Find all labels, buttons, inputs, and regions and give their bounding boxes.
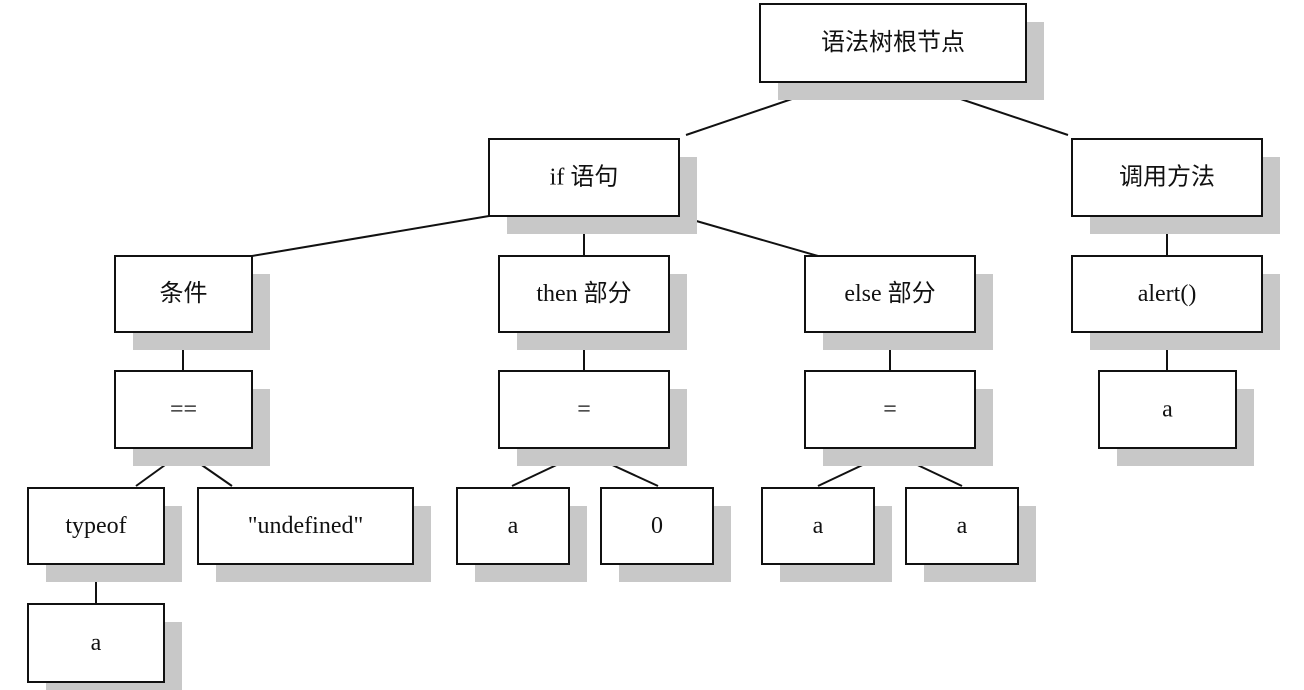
- node-label: =: [883, 397, 897, 423]
- node-label: alert(): [1138, 281, 1197, 307]
- tree-node-assign1: =: [498, 370, 687, 466]
- node-label: else 部分: [844, 280, 935, 307]
- node-label: a: [91, 630, 102, 656]
- node-label: typeof: [65, 513, 126, 539]
- node-label: 0: [651, 513, 663, 539]
- node-label: then 部分: [536, 280, 631, 307]
- node-label: 语法树根节点: [821, 29, 965, 56]
- node-box: [759, 3, 1027, 83]
- node-label: if 语句: [550, 164, 619, 191]
- node-box: [600, 487, 714, 565]
- node-label: "undefined": [248, 513, 364, 539]
- tree-node-else: else 部分: [804, 255, 993, 350]
- tree-node-root: 语法树根节点: [759, 3, 1044, 100]
- node-label: 条件: [160, 280, 208, 307]
- node-box: [114, 370, 253, 449]
- node-box: [1098, 370, 1237, 449]
- node-label: a: [508, 513, 519, 539]
- node-box: [114, 255, 253, 333]
- node-box: [498, 370, 670, 449]
- tree-node-if: if 语句: [488, 138, 697, 234]
- node-box: [27, 487, 165, 565]
- node-box: [1071, 255, 1263, 333]
- tree-node-undef: "undefined": [197, 487, 431, 582]
- tree-node-typeof_a: a: [27, 603, 182, 690]
- node-label: 调用方法: [1119, 164, 1215, 191]
- edge-if-to-cond: [251, 215, 490, 257]
- node-label: =: [577, 397, 591, 423]
- node-box: [498, 255, 670, 333]
- node-box: [27, 603, 165, 683]
- tree-node-else_a1: a: [761, 487, 892, 582]
- tree-node-alert_a: a: [1098, 370, 1254, 466]
- node-label: a: [957, 513, 968, 539]
- node-box: [804, 370, 976, 449]
- tree-node-then_0: 0: [600, 487, 731, 582]
- tree-node-then_a: a: [456, 487, 587, 582]
- tree-node-call: 调用方法: [1071, 138, 1280, 234]
- tree-node-assign2: =: [804, 370, 993, 466]
- node-box: [905, 487, 1019, 565]
- node-box: [1071, 138, 1263, 217]
- node-box: [804, 255, 976, 333]
- tree-node-typeof: typeof: [27, 487, 182, 582]
- tree-node-alert: alert(): [1071, 255, 1280, 350]
- node-label: ==: [170, 397, 197, 423]
- node-box: [197, 487, 414, 565]
- node-box: [761, 487, 875, 565]
- edge-if-to-else: [678, 215, 819, 257]
- node-box: [488, 138, 680, 217]
- tree-node-cond: 条件: [114, 255, 270, 350]
- node-box: [456, 487, 570, 565]
- node-label: a: [813, 513, 824, 539]
- tree-node-eq: ==: [114, 370, 270, 466]
- tree-node-else_a2: a: [905, 487, 1036, 582]
- node-label: a: [1162, 397, 1173, 423]
- tree-node-then: then 部分: [498, 255, 687, 350]
